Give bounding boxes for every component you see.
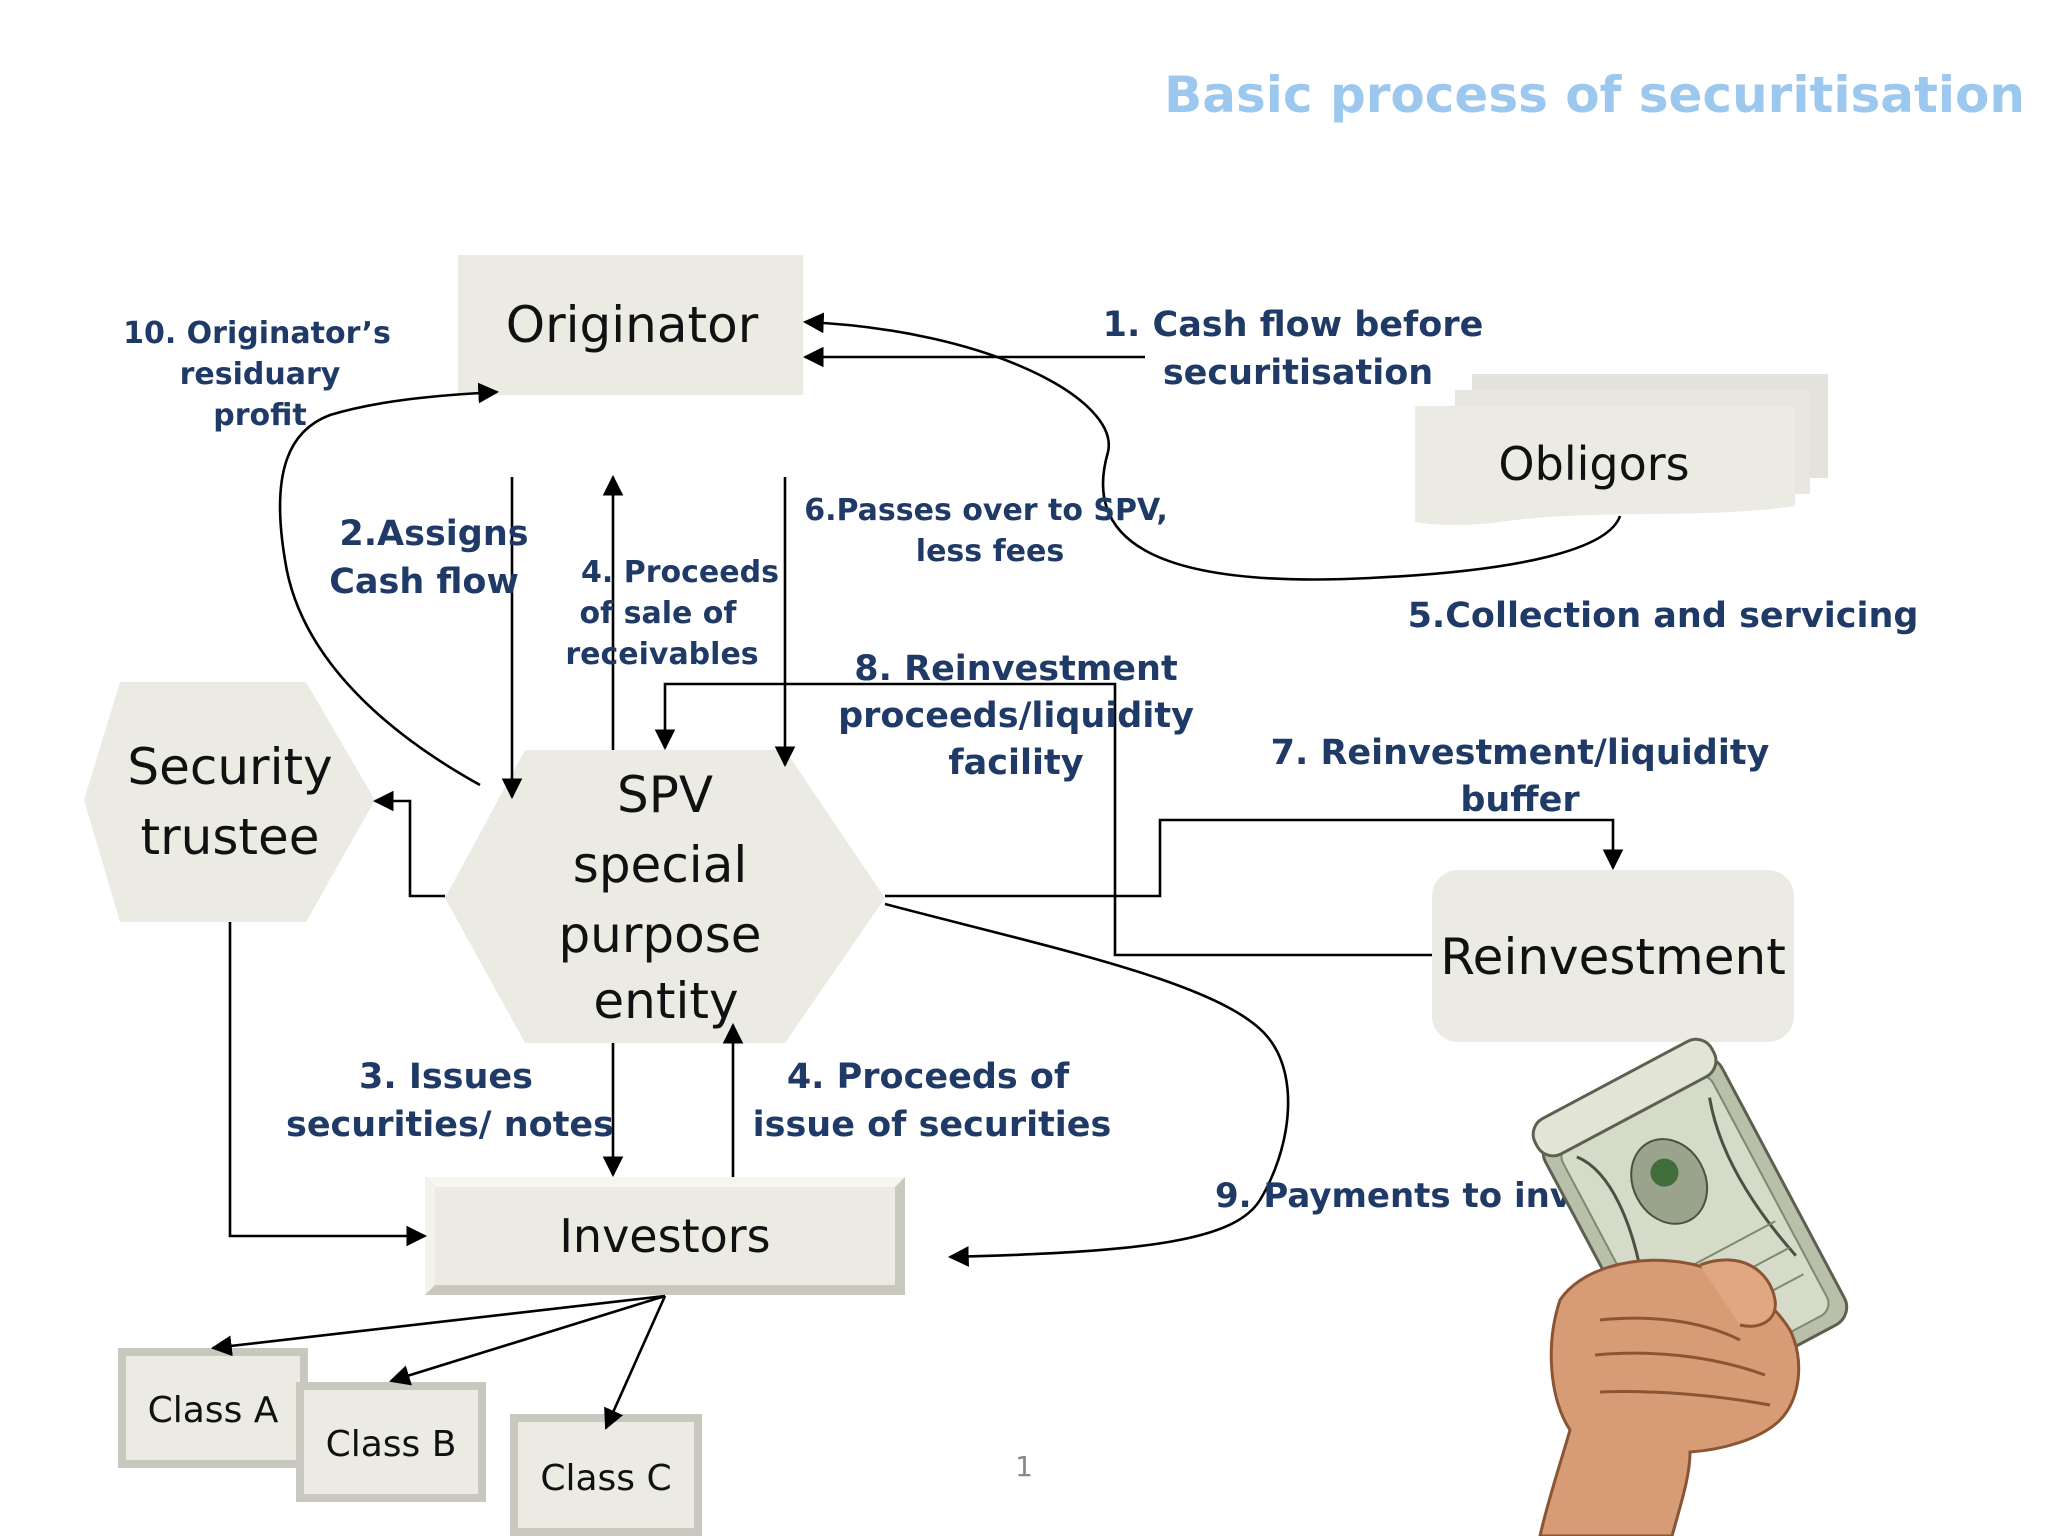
spv-label-line3: purpose: [558, 906, 761, 964]
svg-text:10. Originator’s: 10. Originator’s: [123, 316, 391, 351]
svg-text:Cash flow: Cash flow: [329, 562, 519, 602]
label-step-4-receivables: 4. Proceeds of sale of receivables: [565, 555, 779, 672]
class-b-node: Class B: [296, 1382, 486, 1502]
svg-text:securities/ notes: securities/ notes: [286, 1105, 614, 1145]
spv-label-line1: SPV: [617, 766, 713, 824]
spv-label-line2: special: [573, 836, 747, 894]
investors-node: Investors: [425, 1177, 905, 1295]
arrow-reinvestment-buffer: [885, 818, 1624, 898]
security-trustee-label-line2: trustee: [140, 808, 319, 866]
class-c-node: Class C: [510, 1414, 702, 1536]
label-step-2: 2.Assigns Cash flow: [329, 514, 528, 602]
page-number: 1: [1015, 1450, 1033, 1483]
svg-text:1. Cash flow before: 1. Cash flow before: [1103, 305, 1484, 345]
obligors-label: Obligors: [1498, 437, 1689, 491]
class-a-node: Class A: [118, 1348, 308, 1468]
class-c-label: Class C: [540, 1458, 671, 1499]
label-step-3: 3. Issues securities/ notes: [286, 1057, 614, 1145]
label-step-6: 6.Passes over to SPV, less fees: [804, 493, 1168, 569]
arrow-investors-class-c: [604, 1295, 667, 1430]
label-step-8: 8. Reinvestment proceeds/liquidity facil…: [838, 649, 1194, 783]
svg-text:residuary: residuary: [180, 357, 341, 392]
svg-text:securitisation: securitisation: [1163, 353, 1433, 393]
svg-text:issue of securities: issue of securities: [753, 1105, 1112, 1145]
label-step-4-securities: 4. Proceeds of issue of securities: [753, 1057, 1112, 1145]
label-step-5: 5.Collection and servicing: [1408, 596, 1919, 636]
label-step-1: 1. Cash flow before securitisation: [1103, 305, 1484, 393]
page-title: Basic process of securitisation: [1164, 66, 2025, 124]
class-a-label: Class A: [148, 1390, 279, 1431]
svg-text:3. Issues: 3. Issues: [359, 1057, 533, 1097]
svg-text:2.Assigns: 2.Assigns: [339, 514, 528, 554]
investors-label: Investors: [559, 1209, 770, 1263]
obligors-node: Obligors: [1415, 374, 1828, 525]
originator-label: Originator: [506, 296, 759, 354]
svg-text:7. Reinvestment/liquidity: 7. Reinvestment/liquidity: [1271, 733, 1770, 773]
svg-text:of sale of: of sale of: [580, 596, 738, 631]
arrow-spv-to-trustee: [372, 790, 445, 898]
label-step-7: 7. Reinvestment/liquidity buffer: [1271, 733, 1770, 820]
arrow-investors-class-a: [210, 1294, 666, 1357]
svg-text:4. Proceeds of: 4. Proceeds of: [787, 1057, 1070, 1097]
arrow-payments-investors: [884, 902, 1290, 1267]
arrow-collection-servicing: [802, 312, 1622, 581]
arrow-trustee-to-investors: [228, 922, 428, 1247]
arrow-investors-class-b: [389, 1294, 666, 1386]
svg-text:buffer: buffer: [1460, 780, 1580, 820]
svg-text:facility: facility: [948, 743, 1083, 783]
svg-text:4. Proceeds: 4. Proceeds: [581, 555, 779, 590]
svg-text:6.Passes over to SPV,: 6.Passes over to SPV,: [804, 493, 1168, 528]
money-hand-image: [1531, 1037, 1849, 1536]
svg-text:less fees: less fees: [916, 534, 1064, 569]
svg-text:5.Collection and servicing: 5.Collection and servicing: [1408, 596, 1919, 636]
reinvestment-node: Reinvestment: [1432, 870, 1794, 1042]
security-trustee-label-line1: Security: [127, 738, 332, 796]
security-trustee-node: Security trustee: [84, 682, 375, 922]
svg-text:proceeds/liquidity: proceeds/liquidity: [838, 696, 1194, 736]
spv-label-line4: entity: [593, 972, 738, 1030]
spv-node: SPV special purpose entity: [445, 750, 885, 1043]
svg-text:profit: profit: [213, 398, 306, 433]
arrow-reinvestment-proceeds: [654, 682, 1432, 957]
svg-text:receivables: receivables: [565, 637, 758, 672]
reinvestment-label: Reinvestment: [1440, 928, 1786, 986]
svg-text:8. Reinvestment: 8. Reinvestment: [854, 649, 1177, 689]
arrow-residuary-profit: [278, 382, 500, 787]
label-step-10: 10. Originator’s residuary profit: [123, 316, 391, 433]
class-b-label: Class B: [326, 1424, 457, 1465]
originator-node: Originator: [458, 255, 803, 395]
